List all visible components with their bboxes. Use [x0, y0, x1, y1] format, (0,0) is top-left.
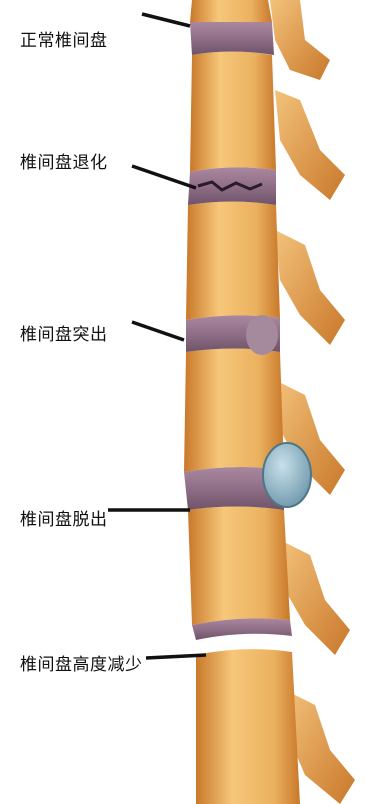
label-disc-protrusion: 椎间盘突出 [20, 320, 108, 345]
protrusion-bulge [246, 315, 278, 355]
disc-normal [190, 22, 274, 55]
pointer-protrusion [132, 322, 184, 340]
pointer-degeneration [132, 166, 196, 188]
label-disc-degeneration: 椎间盘退化 [20, 148, 108, 173]
label-normal-disc: 正常椎间盘 [20, 26, 108, 51]
herniation-blob [263, 443, 311, 507]
pointer-normal [142, 14, 190, 26]
label-disc-prolapse: 椎间盘脱出 [20, 505, 108, 530]
label-disc-height-loss: 椎间盘高度减少 [20, 650, 143, 675]
